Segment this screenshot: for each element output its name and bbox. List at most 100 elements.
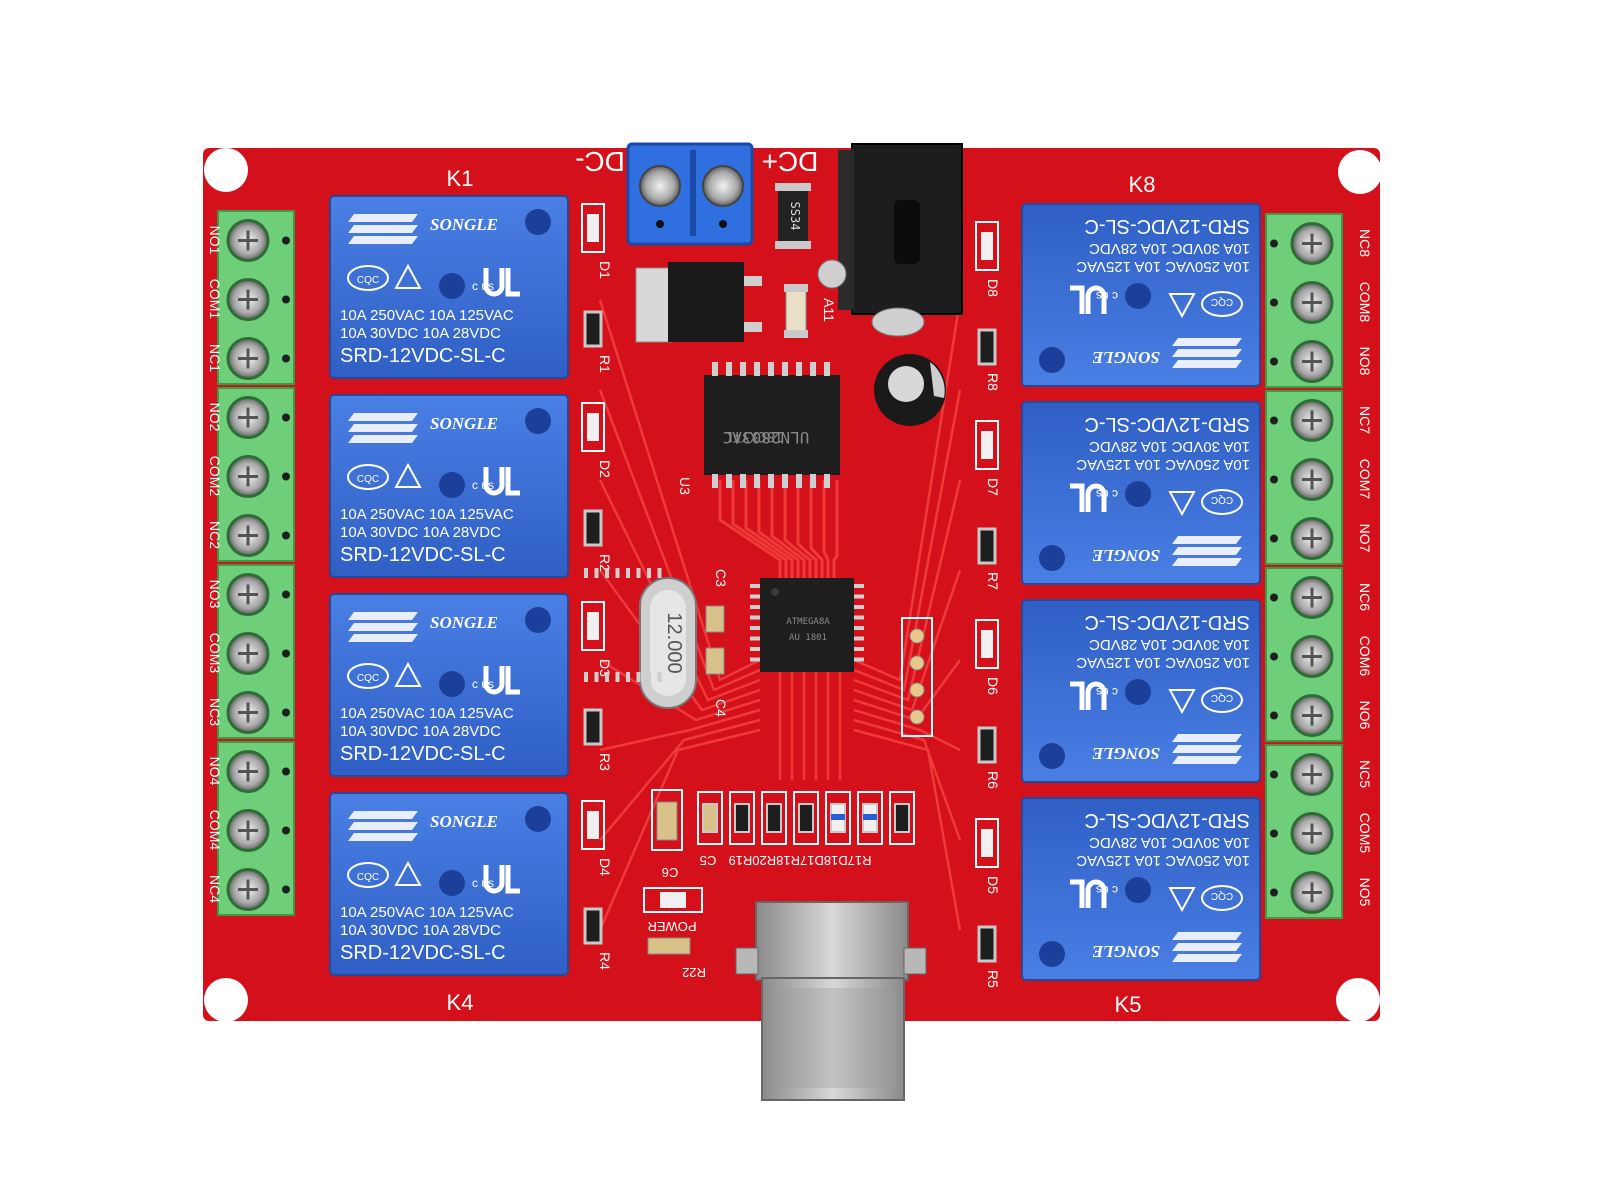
relay-dot <box>525 408 551 434</box>
cqc-logo-icon <box>1201 489 1243 515</box>
terminal-label: NO6 <box>1357 701 1373 730</box>
relay-dot <box>525 209 551 235</box>
relay-rating-line1: 10A 250VAC 10A 125VAC <box>1076 654 1250 671</box>
resistor-label: R5 <box>985 970 1001 988</box>
relay-brand: SONGLE <box>1092 942 1160 961</box>
terminal-label: NO7 <box>1357 524 1373 553</box>
relay-brand: SONGLE <box>430 812 498 831</box>
atmega8a-mcu: ATMEGA8A AU 1801 <box>584 568 864 682</box>
c5-label: C5 <box>700 853 717 868</box>
cqc-logo-icon <box>347 862 389 888</box>
diode-outline <box>975 619 999 669</box>
relay-dot <box>1039 743 1065 769</box>
dc-screw-icon <box>702 165 744 207</box>
cqc-logo-icon <box>1201 885 1243 911</box>
songle-logo-icon <box>348 214 418 222</box>
bottom-ref-labels: R17D18D17R18R20R19 <box>728 853 871 868</box>
cqc-text: CQC <box>357 673 379 684</box>
relay-rating-line1: 10A 250VAC 10A 125VAC <box>340 705 514 722</box>
warning-triangle-icon <box>1168 689 1196 715</box>
dc-screw-icon <box>639 165 681 207</box>
r22-label: R22 <box>682 965 706 980</box>
relay-rating-line1: 10A 250VAC 10A 125VAC <box>340 506 514 523</box>
songle-logo-icon <box>1172 360 1242 368</box>
resistor-label: R1 <box>597 355 613 373</box>
terminal-label: NC8 <box>1357 229 1373 257</box>
songle-logo-icon <box>348 634 418 642</box>
songle-logo-icon <box>348 225 418 233</box>
diode-label: D2 <box>597 460 613 478</box>
diode-label: D7 <box>985 478 1001 496</box>
smd-part <box>793 791 819 845</box>
songle-logo-icon <box>1172 547 1242 555</box>
svg-text:12.000: 12.000 <box>663 612 685 673</box>
songle-logo-icon <box>348 833 418 841</box>
terminal-block-right <box>1265 213 1343 919</box>
ul-logo-icon <box>1070 879 1107 908</box>
mounting-hole <box>1336 978 1380 1022</box>
warning-triangle-icon <box>394 860 422 886</box>
svg-text:ULN2803AC: ULN2803AC <box>723 428 810 447</box>
bottom-smd-row <box>651 789 915 851</box>
songle-logo-icon <box>1172 338 1242 346</box>
diode-label: D1 <box>597 261 613 279</box>
resistor <box>583 907 603 945</box>
pcb-trace <box>598 299 761 682</box>
resistor-label: R4 <box>597 952 613 970</box>
terminal-label: NC3 <box>207 698 223 726</box>
terminal-label: NC4 <box>207 875 223 903</box>
terminal-label: COM8 <box>1357 282 1373 323</box>
relay-label: K8 <box>1129 172 1156 197</box>
terminal-label: NO4 <box>207 757 223 786</box>
pcb-trace <box>718 480 782 580</box>
relay-rating-line2: 10A 30VDC 10A 28VDC <box>1089 636 1250 653</box>
relay-brand: SONGLE <box>1092 744 1160 763</box>
pcb-trace <box>757 480 800 580</box>
resistor-label: R7 <box>985 572 1001 590</box>
c4-label: C4 <box>713 699 729 717</box>
terminal-label: COM3 <box>207 633 223 674</box>
pcb-trace <box>599 708 761 752</box>
diode-label: D8 <box>985 279 1001 297</box>
relay-rating-line2: 10A 30VDC 10A 28VDC <box>1089 834 1250 851</box>
relay-rating-line1: 10A 250VAC 10A 125VAC <box>1076 852 1250 869</box>
relay-dot <box>525 607 551 633</box>
terminal-label: NC6 <box>1357 583 1373 611</box>
ul-logo-icon <box>483 865 520 894</box>
terminal-label: COM2 <box>207 456 223 497</box>
pcb-trace <box>744 480 794 580</box>
relay-model: SRD-12VDC-SL-C <box>1084 413 1250 435</box>
ul-logo-icon <box>483 268 520 297</box>
cqc-logo-icon <box>1201 687 1243 713</box>
dc-minus-label: DC- <box>575 146 625 177</box>
svg-text:SS34: SS34 <box>788 202 802 231</box>
terminal-label: NO5 <box>1357 878 1373 907</box>
electrolytic-capacitor <box>874 354 946 426</box>
songle-logo-icon <box>348 811 418 819</box>
terminal-label: NO8 <box>1357 347 1373 376</box>
resistor-label: R6 <box>985 771 1001 789</box>
cqc-text: CQC <box>1211 296 1233 307</box>
terminal-block-left <box>217 210 295 916</box>
relay-brand: SONGLE <box>430 414 498 433</box>
diode-outline <box>975 221 999 271</box>
cqc-text: CQC <box>357 872 379 883</box>
songle-logo-icon <box>1172 349 1242 357</box>
relay-rating-line1: 10A 250VAC 10A 125VAC <box>340 904 514 921</box>
svg-text:A11: A11 <box>821 298 837 322</box>
diode-outline <box>581 402 605 452</box>
relay-label: K1 <box>447 166 474 191</box>
mounting-hole <box>204 978 248 1022</box>
songle-logo-icon <box>348 822 418 830</box>
pcb-trace <box>809 480 824 580</box>
cqc-text: CQC <box>1211 890 1233 901</box>
pcb-trace <box>853 728 962 931</box>
cqc-text: CQC <box>357 275 379 286</box>
songle-logo-icon <box>348 236 418 244</box>
terminal-label: NO1 <box>207 226 223 255</box>
voltage-regulator <box>635 262 762 343</box>
